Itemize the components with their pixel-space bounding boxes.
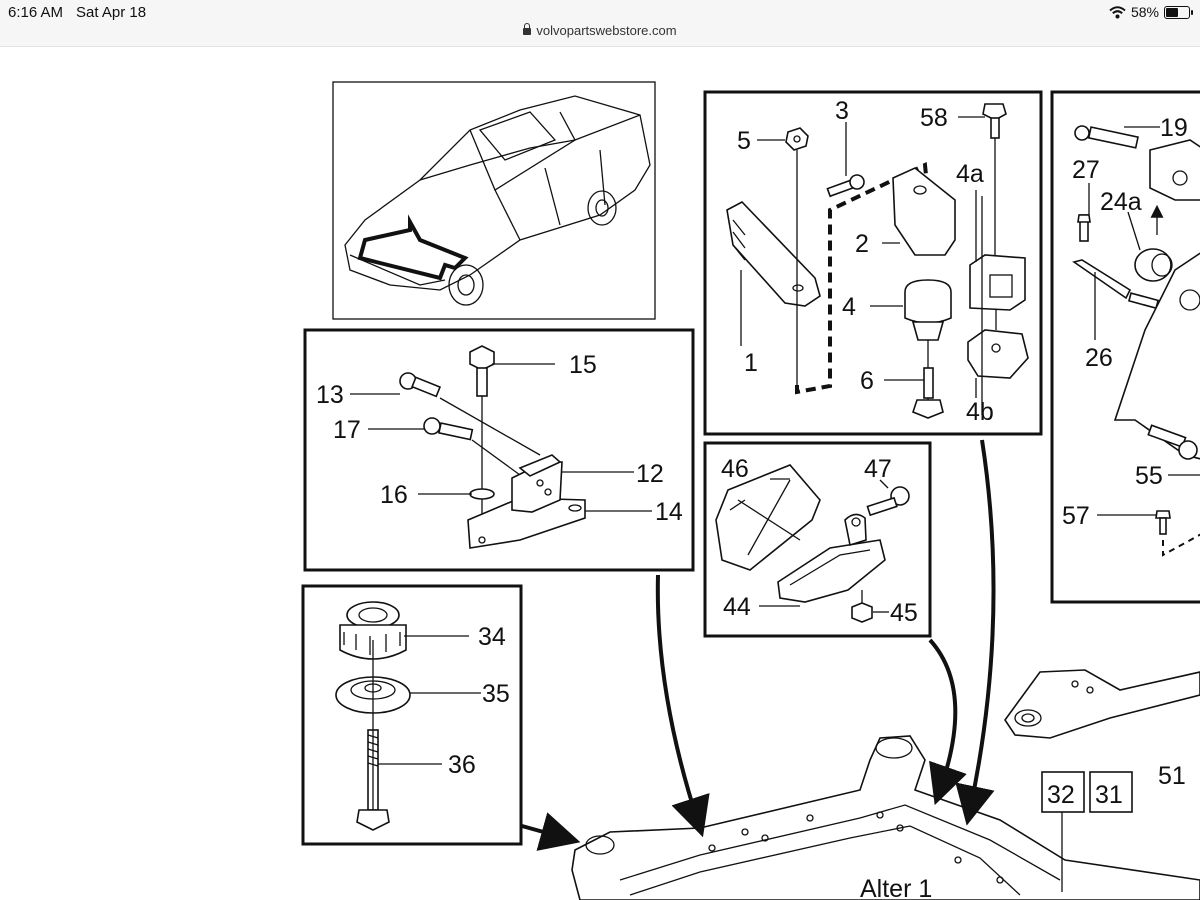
callout-13: 13	[316, 381, 344, 409]
car-overview-panel	[332, 81, 656, 320]
battery-icon	[1164, 5, 1193, 19]
callout-34: 34	[478, 623, 506, 651]
url-text: volvopartswebstore.com	[536, 23, 677, 38]
callout-19: 19	[1160, 114, 1188, 142]
heat-shield-panel	[703, 441, 932, 638]
battery-percent: 58%	[1130, 4, 1159, 20]
callout-labels: 5 3 58 4a 2 4 1 6 4b 15 13 17 16 12 14 4…	[316, 97, 1188, 900]
callout-2: 2	[855, 230, 869, 258]
callout-4a: 4a	[956, 160, 984, 188]
status-time: 6:16 AM	[8, 4, 64, 21]
callout-45: 45	[890, 599, 918, 627]
status-bar: 6:16 AM Sat Apr 18 volvopartswebstore.co…	[0, 0, 1200, 47]
bracket-panel	[303, 328, 695, 572]
callout-27: 27	[1072, 156, 1100, 184]
callout-57: 57	[1062, 502, 1090, 530]
callout-24a: 24a	[1100, 188, 1142, 216]
callout-4: 4	[842, 293, 856, 321]
callout-16: 16	[380, 481, 408, 509]
callout-44: 44	[723, 593, 751, 621]
battery-fill	[1166, 7, 1178, 17]
callout-17: 17	[333, 416, 361, 444]
callout-47: 47	[864, 455, 892, 483]
callout-4b: 4b	[966, 398, 994, 426]
leader-lines	[350, 116, 1200, 765]
parts-diagram: 5 3 58 4a 2 4 1 6 4b 15 13 17 16 12 14 4…	[301, 81, 1200, 900]
engine-mount-panel	[703, 90, 1043, 436]
callout-3: 3	[835, 97, 849, 125]
rear-mount-panel	[1050, 90, 1200, 604]
callout-58: 58	[920, 104, 948, 132]
connector-arrows	[521, 439, 1063, 892]
status-indicators: 58%	[1109, 4, 1193, 20]
bushing-panel	[301, 584, 523, 846]
callout-46: 46	[721, 455, 749, 483]
callout-5: 5	[737, 127, 751, 155]
callout-55: 55	[1135, 462, 1163, 490]
callout-26: 26	[1085, 344, 1113, 372]
boxed-callout-32: 32	[1047, 781, 1075, 809]
boxed-callout-31: 31	[1095, 781, 1123, 809]
lock-icon	[523, 23, 532, 35]
callout-36: 36	[448, 751, 476, 779]
callout-1: 1	[744, 349, 758, 377]
status-date: Sat Apr 18	[76, 4, 147, 21]
callout-35: 35	[482, 680, 510, 708]
wifi-icon	[1109, 5, 1126, 18]
subframe	[571, 669, 1200, 900]
callout-12: 12	[636, 460, 664, 488]
address-bar[interactable]: volvopartswebstore.com	[0, 23, 1200, 38]
callout-51: 51	[1158, 762, 1186, 790]
callout-15: 15	[569, 351, 597, 379]
callout-6: 6	[860, 367, 874, 395]
subframe-label: Alter 1	[860, 875, 932, 900]
callout-14: 14	[655, 498, 683, 526]
